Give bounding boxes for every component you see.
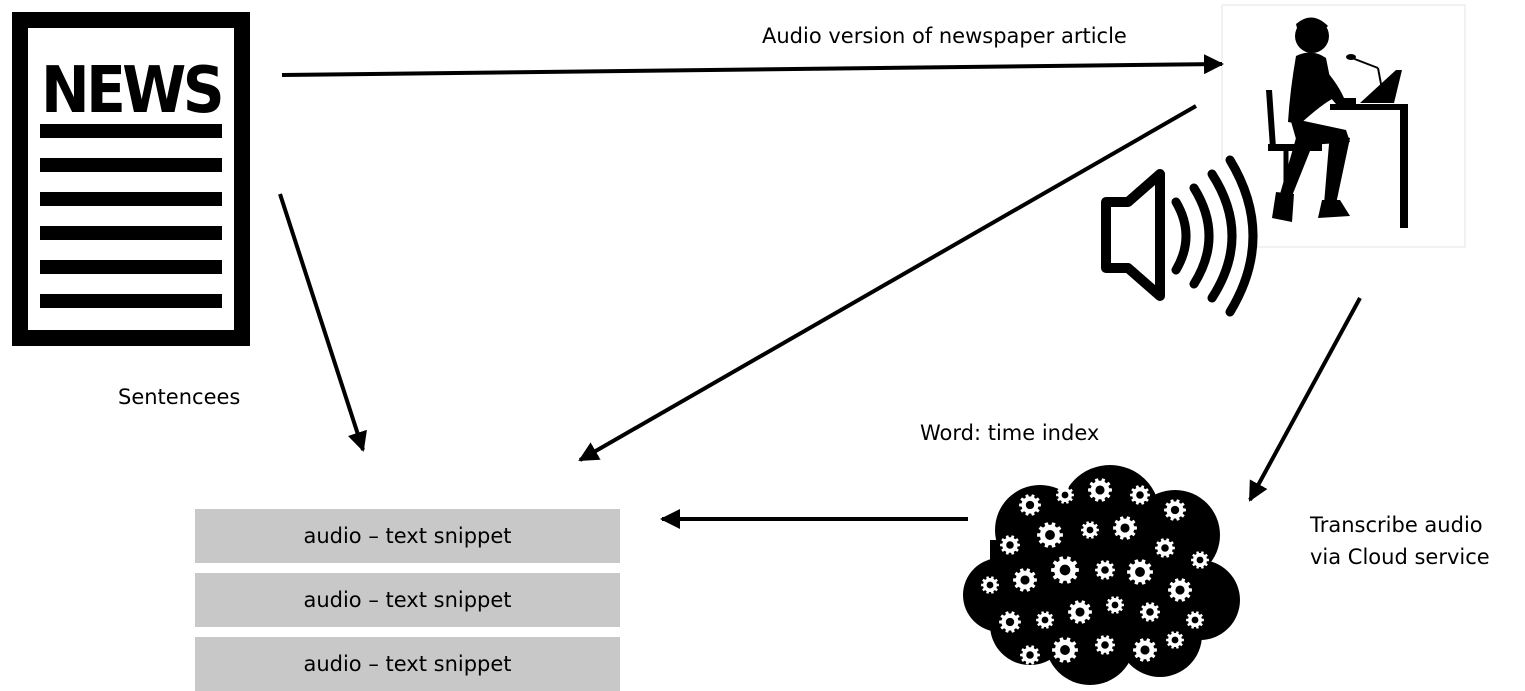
label-transcribe-line1: Transcribe audio (1310, 513, 1483, 537)
arrow-speaker-to-snippets (578, 104, 1197, 462)
snippet-box: audio – text snippet (195, 637, 620, 691)
snippet-box: audio – text snippet (195, 509, 620, 563)
label-audio-version: Audio version of newspaper article (762, 24, 1127, 48)
cloud-gears-icon (963, 465, 1240, 685)
arrow-news-to-speaker (281, 54, 1224, 77)
snippet-box: audio – text snippet (195, 573, 620, 627)
label-word-time-index: Word: time index (920, 421, 1100, 445)
speaker-person-icon (1221, 4, 1466, 248)
newspaper-title: NEWS (41, 54, 221, 128)
arrow-speaker-to-cloud (1248, 297, 1362, 502)
loudspeaker-icon (1096, 155, 1258, 317)
arrow-news-to-snippets (278, 193, 367, 452)
label-transcribe-line2: via Cloud service (1310, 545, 1490, 569)
label-sentences: Sentencees (118, 385, 241, 409)
newspaper-icon: NEWS (12, 12, 250, 346)
